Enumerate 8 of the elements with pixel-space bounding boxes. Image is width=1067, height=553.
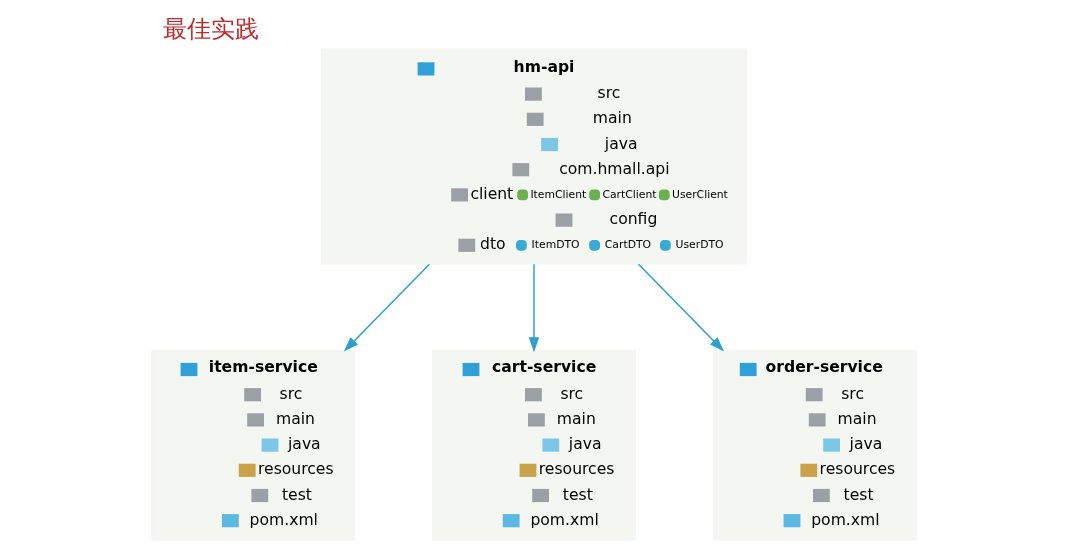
- node-box: cart-service src main java resources test pom.xml: [431, 349, 636, 541]
- node-box: item-service src main java resources test pom.xml: [150, 349, 355, 541]
- arrow: [343, 263, 430, 352]
- diagram-title: 最佳实践: [162, 15, 259, 44]
- node-box: order-service src main java resources test pom.xml: [712, 349, 917, 541]
- node-box: hm-api src main java com.hmall.api client ItemClient CartClient UserClient config dto ItemDTO CartDTO UserDTO: [320, 48, 747, 265]
- arrow: [637, 263, 724, 352]
- arrow: [528, 263, 539, 353]
